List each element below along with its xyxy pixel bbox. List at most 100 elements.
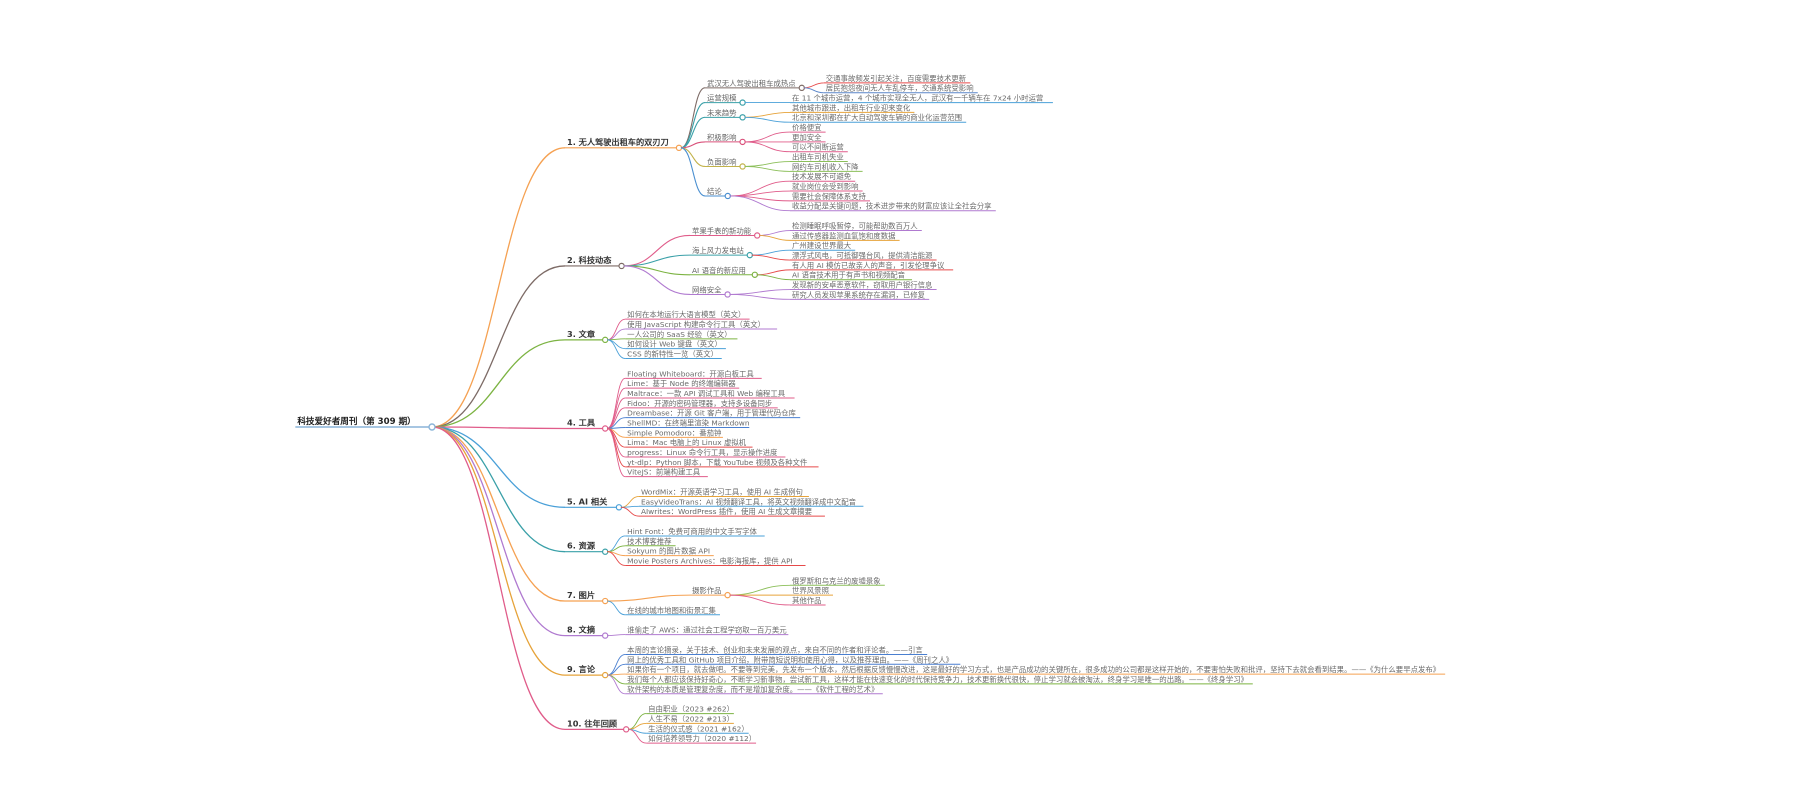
- leaf-item: 本周的言论摘录，关于技术、创业和未来发展的观点，来自不同的作者和评论者。——引言: [627, 645, 923, 654]
- connector-line: [607, 428, 626, 448]
- group-label: 未来趋势: [707, 108, 737, 117]
- leaf-item: AIwrites：WordPress 插件，使用 AI 生成文章摘要: [641, 507, 812, 516]
- leaf-item: 通过传感器监测血氧饱和度数据: [792, 231, 896, 240]
- branch-node-icon[interactable]: [724, 591, 731, 599]
- branch-node-icon[interactable]: [739, 138, 746, 146]
- leaf-item: Fidoo：开源的密码管理器，支持多设备同步: [627, 399, 772, 408]
- branch-node-icon[interactable]: [751, 271, 759, 278]
- leaf-item: 我们每个人都应该保持好奇心，不断学习新事物，尝试新工具，这样才能在快速变化的时代…: [627, 675, 1248, 684]
- group-label: 摄影作品: [692, 586, 722, 595]
- section-label: 8. 文摘: [567, 625, 595, 635]
- connector-line: [607, 339, 626, 359]
- connector-line: [729, 195, 791, 212]
- leaf-item: 俄罗斯和乌克兰的废墟景象: [792, 576, 881, 585]
- connector-line: [606, 428, 626, 478]
- leaf-item: Sokyum 的图片数据 API: [627, 547, 710, 556]
- connector-line: [431, 426, 566, 553]
- connector-line: [607, 339, 626, 350]
- leaf-item: 检测睡眠呼吸暂停，可能帮助数百万人: [792, 222, 918, 231]
- leaf-item: 漂浮式风电，可抵御强台风，提供清洁能源: [792, 251, 933, 260]
- section-label: 3. 文章: [567, 329, 595, 339]
- connector-line: [744, 111, 791, 118]
- leaf-item: 如何在本地运行大语言模型（英文）: [627, 310, 745, 319]
- leaf-item: 有人用 AI 模仿已故亲人的声音，引发伦理争议: [792, 261, 945, 270]
- leaf-item: ViteJS：前端构建工具: [627, 468, 701, 477]
- connector-line: [744, 116, 791, 123]
- connector-line: [623, 234, 691, 267]
- branch-node-icon[interactable]: [754, 232, 761, 239]
- group-label: 网络安全: [692, 285, 722, 294]
- connector-line: [680, 116, 706, 149]
- leaf-item: ShellMD：在终端里渲染 Markdown: [627, 418, 750, 427]
- group-label: 结论: [707, 187, 722, 196]
- leaf-item: 可以不间断运营: [792, 143, 844, 152]
- branch-node-icon[interactable]: [746, 251, 754, 259]
- connector-line: [607, 600, 626, 616]
- connector-line: [607, 594, 691, 602]
- connector-line: [756, 269, 791, 276]
- connector-line: [680, 102, 706, 149]
- branch-node-icon[interactable]: [601, 597, 609, 605]
- group-label: 苹果手表的新功能: [692, 226, 752, 235]
- connector-line: [431, 265, 566, 428]
- leaf-item: 如何培养领导力（2020 #112）: [648, 734, 756, 743]
- connector-line: [680, 147, 706, 168]
- leaf-item: 如果你有一个项目，就去做吧。不要等到完美，先发布一个版本，然后根据反馈慢慢改进，…: [627, 665, 1440, 674]
- leaf-item: 谁偷走了 AWS：通过社会工程学窃取一百万美元: [627, 626, 787, 635]
- connector-line: [744, 161, 791, 167]
- connector-line: [744, 131, 791, 143]
- leaf-item: 人生不易（2022 #213）: [648, 714, 734, 723]
- section-label: 2. 科技动态: [567, 255, 612, 265]
- branch-node-icon[interactable]: [601, 632, 609, 639]
- connector-line: [628, 713, 647, 730]
- connector-line: [744, 141, 791, 153]
- branch-node-icon[interactable]: [601, 671, 609, 679]
- leaf-item: 就业岗位会受到影响: [792, 182, 859, 191]
- connector-line: [729, 289, 791, 295]
- leaf-item: Maltrace：一款 API 调试工具和 Web 编程工具: [627, 389, 786, 398]
- leaf-item: 使用 JavaScript 构建命令行工具（英文）: [627, 320, 765, 329]
- connector-line: [729, 293, 791, 300]
- branch-node-icon[interactable]: [798, 84, 805, 92]
- branch-node-icon[interactable]: [601, 548, 609, 555]
- branch-node-icon[interactable]: [739, 114, 746, 121]
- branch-node-icon[interactable]: [601, 336, 609, 344]
- connector-line: [623, 265, 691, 295]
- branch-node-icon[interactable]: [618, 262, 625, 270]
- connector-line: [607, 674, 626, 695]
- root-node-icon[interactable]: [428, 423, 436, 431]
- connector-line: [607, 551, 626, 566]
- leaf-item: 在线的城市地图和街景汇集: [627, 606, 716, 615]
- group-label: 海上风力发电站: [692, 246, 744, 255]
- section-label: 9. 言论: [567, 664, 596, 674]
- connector-line: [431, 426, 566, 637]
- connector-line: [431, 426, 566, 602]
- leaf-item: Simple Pomodoro：番茄钟: [627, 428, 721, 437]
- leaf-item: 技术发展不可避免: [792, 172, 852, 181]
- leaf-item: 世界风景照: [792, 586, 830, 595]
- connector-line: [620, 506, 639, 517]
- branch-node-icon[interactable]: [615, 504, 623, 511]
- leaf-item: 技术博客推荐: [627, 537, 672, 546]
- leaf-item: 交通事故频发引起关注，百度需要技术更新: [826, 74, 967, 83]
- leaf-item: Floating Whiteboard：开源白板工具: [627, 369, 754, 378]
- connector-line: [607, 634, 626, 637]
- section-label: 10. 往年回顾: [567, 718, 618, 728]
- branch-node-icon[interactable]: [601, 425, 609, 432]
- root-title: 科技爱好者周刊（第 309 期）: [297, 415, 415, 427]
- branch-node-icon[interactable]: [724, 192, 731, 200]
- leaf-item: 发现新的安卓恶意软件，窃取用户银行信息: [792, 281, 932, 290]
- leaf-item: WordMix：开源英语学习工具，使用 AI 生成例句: [641, 487, 803, 496]
- leaf-item: CSS 的新特性一览（英文）: [627, 350, 718, 359]
- branch-node-icon[interactable]: [622, 726, 630, 733]
- leaf-item: 广州建设世界最大: [792, 241, 852, 250]
- connector-line: [759, 230, 791, 236]
- branch-node-icon[interactable]: [739, 163, 746, 170]
- leaf-item: 如何设计 Web 键盘（英文）: [627, 340, 722, 349]
- branch-node-icon[interactable]: [675, 144, 683, 152]
- branch-node-icon[interactable]: [724, 291, 731, 298]
- leaf-item: 研究人员发现苹果系统存在漏洞，已修复: [792, 290, 926, 299]
- branch-node-icon[interactable]: [739, 99, 746, 106]
- leaf-item: 出租车司机失业: [792, 153, 844, 162]
